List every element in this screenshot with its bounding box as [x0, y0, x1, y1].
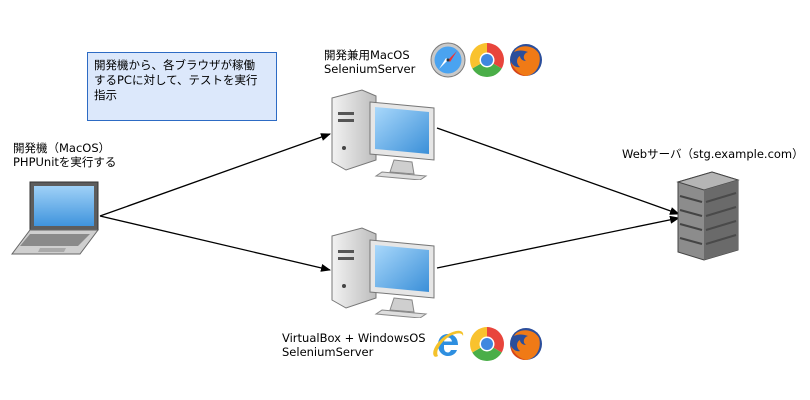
server-tower-icon [676, 171, 740, 261]
mac-desktop-pc-icon [331, 89, 435, 180]
safari-icon [430, 42, 466, 78]
mac-selenium-label: 開発兼用MacOS SeleniumServer [324, 48, 416, 76]
firefox-icon [510, 44, 542, 76]
edge-mac-to-server [436, 127, 680, 215]
edge-dev-to-windows [99, 215, 331, 272]
chrome-icon [470, 43, 504, 77]
chrome-icon [470, 327, 504, 361]
dev-machine-label: 開発機（MacOS） PHPUnitを実行する [13, 141, 117, 169]
windows-desktop-pc-icon [331, 227, 435, 318]
windows-selenium-label: VirtualBox + WindowsOS SeleniumServer [282, 331, 426, 359]
firefox-icon [510, 328, 542, 360]
internet-explorer-icon [433, 330, 464, 357]
web-server-label: Webサーバ（stg.example.com） [622, 147, 804, 161]
edge-dev-to-mac [99, 133, 331, 217]
instruction-note: 開発機から、各ブラウザが稼働 するPCに対して、テストを実行 指示 [87, 52, 277, 121]
laptop-icon [11, 181, 99, 255]
edge-windows-to-server [436, 215, 680, 269]
